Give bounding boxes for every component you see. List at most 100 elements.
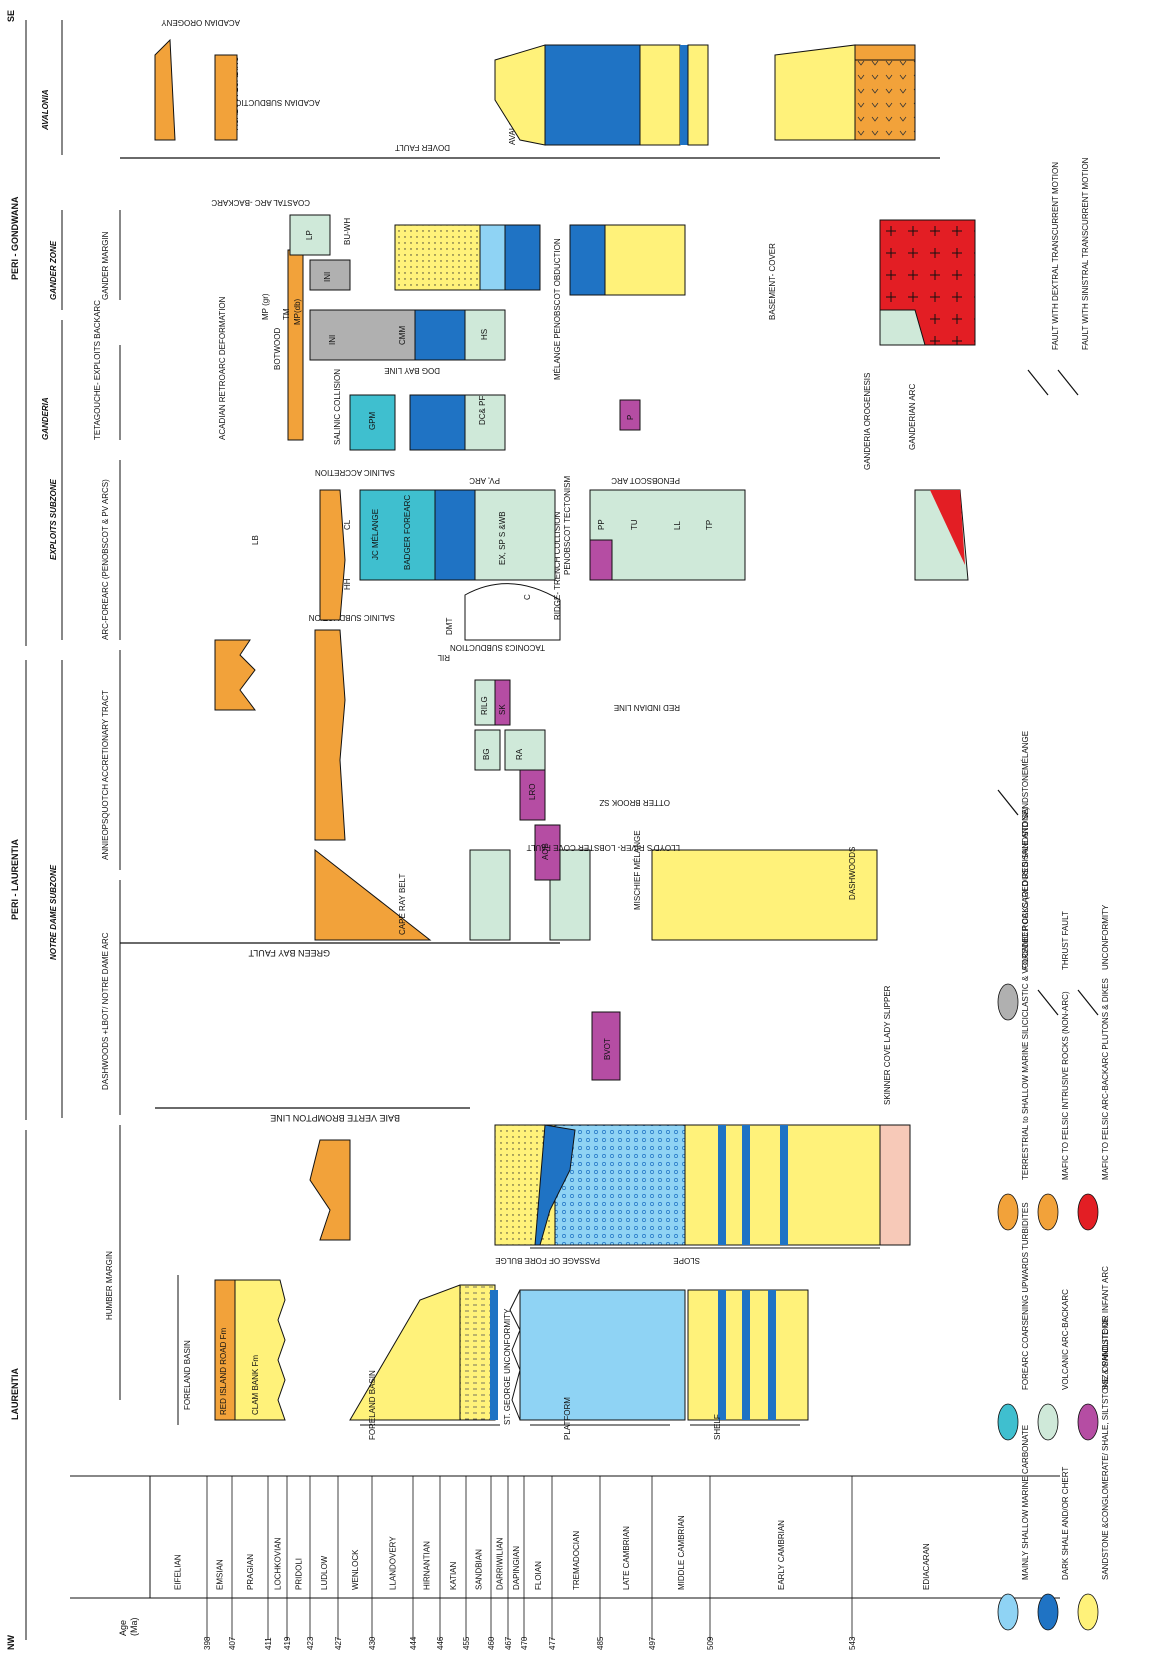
skinner-cove-label: SKINNER COVE LADY SLIPPER: [883, 985, 892, 1105]
terrane-peri-laurentia: PERI - LAURENTIA: [10, 838, 20, 920]
shelf-label: SHELF: [713, 1414, 722, 1440]
legend-item: MAFIC TO FELSIC ARC-BACKARC PLUTONS & DI…: [1077, 978, 1110, 1231]
dover-label: DOVER FAULT: [395, 143, 450, 152]
salinic-acc-label: SALINIC ACCRETION: [315, 468, 395, 477]
age-stage-label: LUDLOW: [320, 1555, 329, 1590]
ganderian-arc-label: GANDERIAN ARC: [908, 384, 917, 450]
zone-avalonia: AVALONIA: [41, 89, 50, 131]
age-tick-label: 430: [368, 1636, 377, 1650]
unit-ex: EX, SP S &WB: [498, 511, 507, 565]
unit-aob: AOB: [541, 843, 550, 860]
unit-buwh: BU-WH: [343, 218, 352, 245]
age-stage-label: MIDDLE CAMBRIAN: [677, 1515, 686, 1590]
domain-gander-margin: GANDER MARGIN: [101, 231, 110, 300]
unit-lb: LB: [251, 535, 260, 545]
salinic-sub-label: SALINIC SUBDUCTION: [309, 613, 395, 622]
unit-ra: RA: [515, 748, 524, 760]
age-stage-label: EARLY CAMBRIAN: [777, 1520, 786, 1590]
laurentia-columns: RED ISLAND ROAD Fm CLAM BANK Fm FORELAND…: [155, 985, 911, 1440]
legend-label: MAFIC TO FELSIC INTRUSIVE ROCKS (NON-ARC…: [1061, 991, 1070, 1180]
legend-swatch: [1037, 1593, 1059, 1631]
legend-swatch: [1077, 1193, 1099, 1231]
age-tick-label: 444: [409, 1636, 418, 1650]
header-nw: NW: [6, 1635, 16, 1650]
age-tick-label: 485: [596, 1636, 605, 1650]
age-stage-label: EMSIAN: [216, 1559, 225, 1590]
unit-cmm: CMM: [398, 326, 407, 345]
exploits-columns: TACONIC3 SUBDUCTION DMT C RIDGE- TRENCH …: [251, 476, 969, 652]
acadian-sub-label: ACADIAN SUBDUCTION: [229, 98, 320, 107]
unit-pp: PP: [597, 519, 606, 530]
age-tick-label: 455: [462, 1636, 471, 1650]
legend-symbol: [1027, 369, 1049, 396]
legend-item: UNCONFORMITY: [1077, 904, 1110, 1016]
penobscot-tect-label: PENOBSCOT TECTONISM: [563, 476, 572, 575]
legend-item: SANDSTONE &CONGLOMERATE/ SHALE, SILTSTON…: [1077, 1317, 1110, 1631]
legend-item: MÉLANGE: [997, 731, 1030, 816]
foreland-basin-1-label: FORELAND BASIN: [183, 1340, 192, 1410]
age-tick-label: 497: [648, 1636, 657, 1650]
age-stage-label: LOCHKOVIAN: [274, 1537, 283, 1590]
domain-dashwoods: DASHWOODS +LBOT/ NOTRE DAME ARC: [101, 932, 110, 1090]
unit-badger: BADGER FOREARC: [403, 495, 412, 570]
legend-label: DARK SHALE AND/OR CHERT: [1061, 1467, 1070, 1580]
coastal-label: COASTAL ARC -BACKARC: [211, 198, 310, 207]
legend-label: MAFIC TO FELSIC ARC-BACKARC PLUTONS & DI…: [1101, 978, 1110, 1180]
legend-symbol: [1057, 369, 1079, 396]
ridge-label: RIDGE- TRENCH COLLISION: [553, 511, 562, 620]
unit-botwood: BOTWOOD: [273, 328, 282, 370]
unit-hh: HH: [343, 578, 352, 590]
age-stage-label: EDIACARAN: [922, 1543, 931, 1590]
legend-swatch: [997, 1193, 1019, 1231]
domain-tetagouche: TETAGOUCHE- EXPLOITS BACKARC: [93, 300, 102, 440]
age-stage-label: WENLOCK: [351, 1549, 360, 1590]
age-stage-label: DARRIWILIAN: [496, 1537, 505, 1590]
legend-item: SSZ OPHIOLITE OR INFANT ARC: [1077, 1266, 1110, 1441]
unit-p: P: [626, 415, 635, 420]
terrane-peri-gondwana: PERI - GONDWANA: [10, 196, 20, 280]
zone-gander: GANDER ZONE: [49, 240, 58, 300]
unit-tm: TM: [282, 308, 291, 320]
legend-swatch: [1037, 1403, 1059, 1441]
notre-dame-columns: GREEN BAY FAULT CAPE RAY BELT DASHWOODS …: [120, 629, 878, 958]
age-tick-label: 543: [848, 1636, 857, 1650]
legend-label: FAULT WITH SINISTRAL TRANSCURRENT MOTION: [1081, 157, 1090, 350]
pv-arc-label: PV, ARC: [469, 476, 500, 485]
age-stage-label: SANDBIAN: [475, 1549, 484, 1590]
avalonia-columns: DOVER FAULT ACADIAN OROGENY ACADIAN SUBD…: [120, 18, 940, 159]
cape-ray-label: CAPE RAY BELT: [398, 874, 407, 935]
ril-label: RIL: [437, 653, 450, 662]
age-stage-label: TREMADOCIAN: [572, 1531, 581, 1590]
clam-bank-label: CLAM BANK Fm: [251, 1355, 260, 1415]
zone-ganderia: GANDERIA: [41, 397, 50, 440]
unit-ini2: INI: [323, 272, 332, 282]
unit-lp: LP: [305, 230, 314, 240]
zone-exploits: EXPLOITS SUBZONE: [49, 478, 58, 560]
domain-arc-forearc: ARC-FOREARC (PENOBSCOT & PV ARCS): [101, 479, 110, 640]
legend-item: FOREDEEP CALCAREOUS SHALE AND SANDSTONE: [997, 770, 1030, 1021]
acadian-orog-label: ACADIAN OROGENY: [161, 18, 240, 27]
domain-humber: HUMBER MARGIN: [105, 1251, 114, 1320]
age-tick-label: 427: [334, 1636, 343, 1650]
legend-label: VOLCANIC ARC-BACKARC: [1061, 1289, 1070, 1390]
age-stage-label: LLANDOVERY: [389, 1536, 398, 1590]
unit-mpgr: MP (gr): [261, 293, 270, 320]
unit-tp: TP: [705, 520, 714, 530]
age-tick-label: 477: [548, 1636, 557, 1650]
legend-label: THRUST FAULT: [1061, 911, 1070, 970]
legend-swatch: [1077, 1403, 1099, 1441]
legend-label: SSZ OPHIOLITE OR INFANT ARC: [1101, 1266, 1110, 1390]
mischief-label: MISCHIEF MÉLANGE: [633, 830, 642, 910]
ganderia-orog-label: GANDERIA OROGENESIS: [863, 373, 872, 470]
age-tick-label: 467: [504, 1636, 513, 1650]
unit-gpm: GPM: [368, 411, 377, 430]
age-stage-label: KATIAN: [449, 1561, 458, 1590]
unit-rilg: RILG: [480, 696, 489, 715]
legend-symbol: [997, 789, 1019, 816]
unit-sk: SK: [498, 704, 507, 715]
unit-ini1: INI: [328, 335, 337, 345]
age-stage-label: PRAGIAN: [246, 1554, 255, 1590]
